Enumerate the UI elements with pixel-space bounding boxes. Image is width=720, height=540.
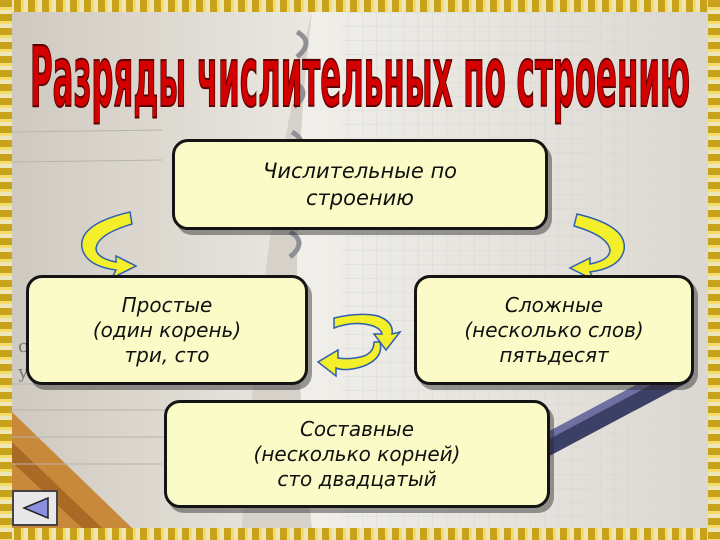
box-compound: Сложные (несколько слов) пятьдесят — [414, 275, 694, 385]
box-simple-title: Простые — [121, 292, 213, 317]
curved-arrow-left-icon — [81, 211, 138, 280]
box-main-line2: строению — [306, 185, 414, 210]
box-composite-desc: (несколько корней) — [253, 441, 461, 466]
slide-title: Разряды числительных по строению — [30, 28, 690, 126]
box-simple-example: три, сто — [124, 342, 210, 367]
chain-border-top — [0, 0, 720, 12]
arrows-layer — [81, 211, 625, 378]
curved-arrow-right-icon — [568, 213, 625, 282]
box-main-line1: Числительные по — [262, 159, 458, 184]
box-composite: Составные (несколько корней) сто двадцат… — [164, 400, 550, 508]
back-button[interactable] — [12, 490, 58, 526]
box-composite-title: Составные — [299, 416, 415, 441]
chain-border-left — [0, 0, 12, 540]
box-compound-example: пятьдесят — [499, 342, 609, 367]
box-simple: Простые (один корень) три, сто — [26, 275, 308, 385]
box-compound-desc: (несколько слов) — [464, 317, 644, 342]
box-numerals-by-structure: Числительные по строению — [172, 139, 548, 230]
curved-arrow-middle-right-icon — [333, 313, 402, 352]
notebook-letter-2: у — [18, 362, 29, 383]
notebook-letter-1: с — [18, 336, 28, 357]
box-simple-desc: (один корень) — [92, 317, 242, 342]
chain-border-bottom — [0, 528, 720, 540]
box-composite-example: сто двадцатый — [277, 466, 437, 491]
box-compound-title: Сложные — [504, 292, 604, 317]
slide-canvas: с у Разряды числительных по строению Чис… — [12, 12, 708, 528]
slide-title-graphic: Разряды числительных по строению — [29, 28, 690, 127]
triangle-left-icon — [22, 496, 49, 520]
curved-arrow-middle-left-icon — [316, 341, 382, 378]
chain-border-right — [708, 0, 720, 540]
